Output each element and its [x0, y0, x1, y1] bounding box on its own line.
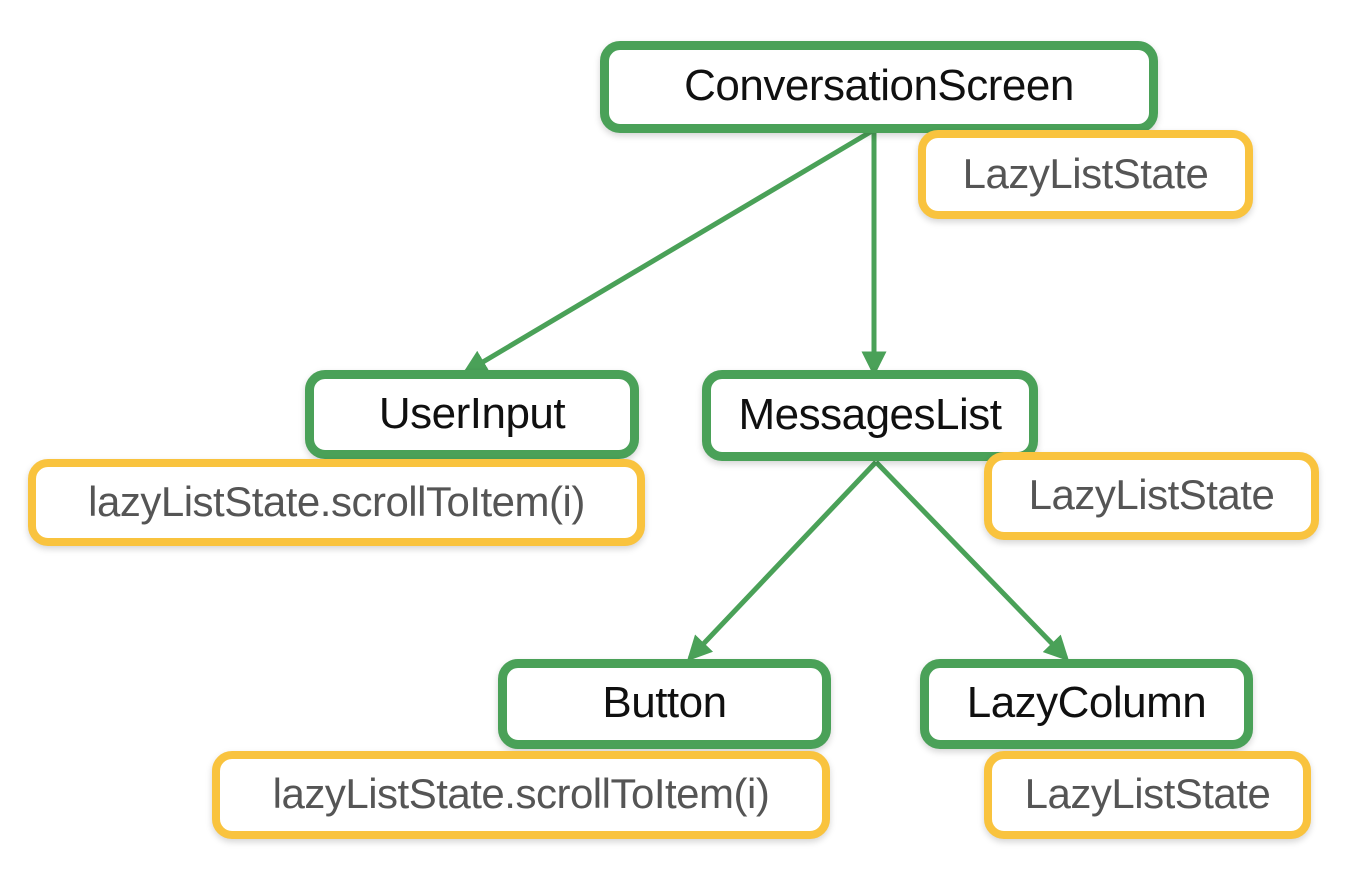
node-label: LazyListState	[1024, 770, 1271, 817]
node-label: lazyListState.scrollToItem(i)	[88, 477, 585, 525]
edge-conversationscreen-userinput	[462, 128, 874, 375]
node-button[interactable]: Button	[498, 659, 831, 749]
node-user-input[interactable]: UserInput	[305, 370, 639, 459]
node-label: MessagesList	[738, 389, 1002, 439]
node-label: LazyListState	[1028, 471, 1275, 518]
node-scrolltoitem-button[interactable]: lazyListState.scrollToItem(i)	[212, 751, 830, 839]
node-lazyliststate-top[interactable]: LazyListState	[918, 130, 1253, 219]
node-label: LazyListState	[962, 149, 1209, 197]
edge-messageslist-button	[686, 460, 878, 662]
node-label: UserInput	[378, 388, 566, 438]
node-lazy-column[interactable]: LazyColumn	[920, 659, 1253, 749]
node-conversation-screen[interactable]: ConversationScreen	[600, 41, 1158, 133]
node-label: lazyListState.scrollToItem(i)	[272, 770, 770, 817]
node-lazyliststate-messageslist[interactable]: LazyListState	[984, 452, 1319, 540]
node-label: ConversationScreen	[684, 61, 1074, 110]
node-messages-list[interactable]: MessagesList	[702, 370, 1038, 461]
node-lazyliststate-lazycolumn[interactable]: LazyListState	[984, 751, 1311, 839]
node-label: LazyColumn	[966, 678, 1207, 727]
node-label: Button	[602, 678, 727, 727]
node-scrolltoitem-userinput[interactable]: lazyListState.scrollToItem(i)	[28, 459, 645, 546]
